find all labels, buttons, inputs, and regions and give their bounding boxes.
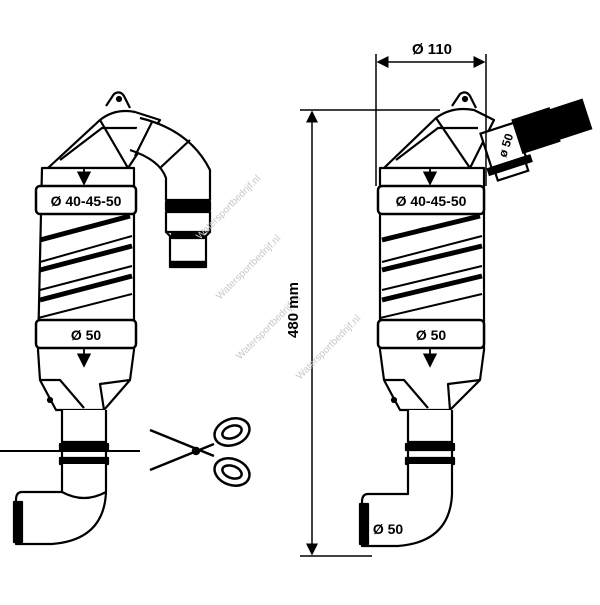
- right-inlet-band-1: [404, 442, 456, 452]
- right-band-top-label: Ø 40-45-50: [396, 193, 467, 209]
- stepped-adapter: [479, 98, 593, 182]
- dimension-width: [375, 54, 487, 186]
- watermark: Watersportbedrijf.nl Watersportbedrijf.n…: [194, 173, 363, 382]
- left-inlet-band-1: [58, 442, 110, 452]
- dimension-height: [300, 109, 440, 557]
- left-top-band: [34, 184, 138, 216]
- left-band-top-label: Ø 40-45-50: [51, 193, 122, 209]
- left-muffler: [12, 91, 212, 546]
- left-inlet-band-2: [58, 456, 110, 466]
- height-dimension-label: 480 mm: [285, 282, 302, 338]
- right-bottom-band: [376, 318, 486, 350]
- width-dimension-label: Ø 110: [412, 41, 452, 58]
- left-band-bottom-label: Ø 50: [71, 327, 102, 343]
- right-outlet-label: Ø 50: [373, 521, 404, 537]
- right-muffler: [358, 91, 496, 548]
- right-top-band: [376, 184, 486, 216]
- left-bottom-band: [34, 318, 138, 350]
- right-inlet-end-band: [358, 502, 370, 546]
- svg-text:Watersportbedrijf.nl: Watersportbedrijf.nl: [294, 313, 363, 382]
- right-inlet-band-2: [404, 456, 456, 466]
- right-band-bottom-label: Ø 50: [416, 327, 447, 343]
- svg-text:Watersportbedrijf.nl: Watersportbedrijf.nl: [214, 233, 283, 302]
- left-outlet-band: [164, 200, 212, 212]
- scissors-icon: [149, 417, 251, 487]
- left-inlet-end-band: [12, 500, 24, 544]
- adapter-40-label: ø 40: [562, 153, 583, 180]
- adapter-45-label: ø 45: [530, 153, 551, 180]
